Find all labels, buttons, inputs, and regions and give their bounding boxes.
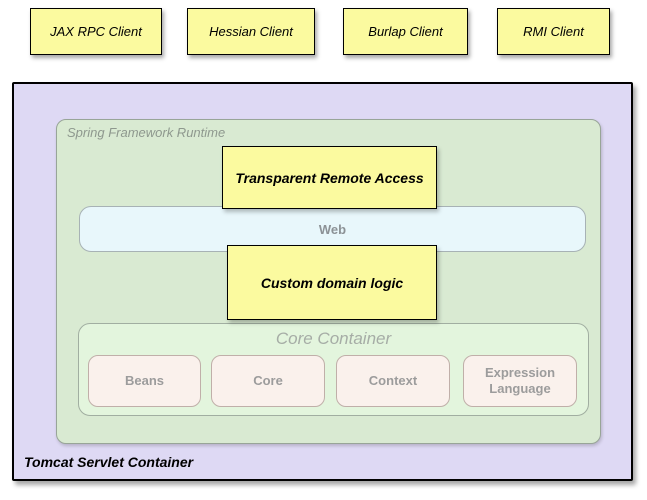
client-box-label: JAX RPC Client (50, 24, 142, 39)
module-label: Core (253, 372, 283, 388)
web-layer-label: Web (318, 221, 347, 237)
client-box-jax-rpc: JAX RPC Client (30, 8, 162, 55)
transparent-remote-access-label: Transparent Remote Access (235, 169, 424, 186)
client-box-label: Hessian Client (209, 24, 293, 39)
transparent-remote-access-box: Transparent Remote Access (222, 146, 437, 209)
module-core: Core (211, 355, 325, 407)
core-container: Core Container Beans Core Context Expres… (78, 323, 589, 416)
module-context: Context (336, 355, 450, 407)
module-beans: Beans (88, 355, 201, 407)
client-box-burlap: Burlap Client (343, 8, 468, 55)
client-box-label: RMI Client (523, 24, 584, 39)
client-box-label: Burlap Client (368, 24, 443, 39)
module-label: Beans (124, 372, 165, 388)
client-box-rmi: RMI Client (497, 8, 610, 55)
module-label: Context (368, 372, 418, 388)
core-container-title: Core Container (275, 329, 392, 348)
spring-runtime-label: Spring Framework Runtime (67, 125, 226, 140)
module-expression-language: Expression Language (463, 355, 577, 407)
module-label: Expression Language (484, 364, 556, 396)
tomcat-container-label: Tomcat Servlet Container (24, 454, 194, 470)
custom-domain-logic-box: Custom domain logic (227, 245, 437, 320)
custom-domain-logic-label: Custom domain logic (260, 274, 404, 291)
client-box-hessian: Hessian Client (187, 8, 315, 55)
